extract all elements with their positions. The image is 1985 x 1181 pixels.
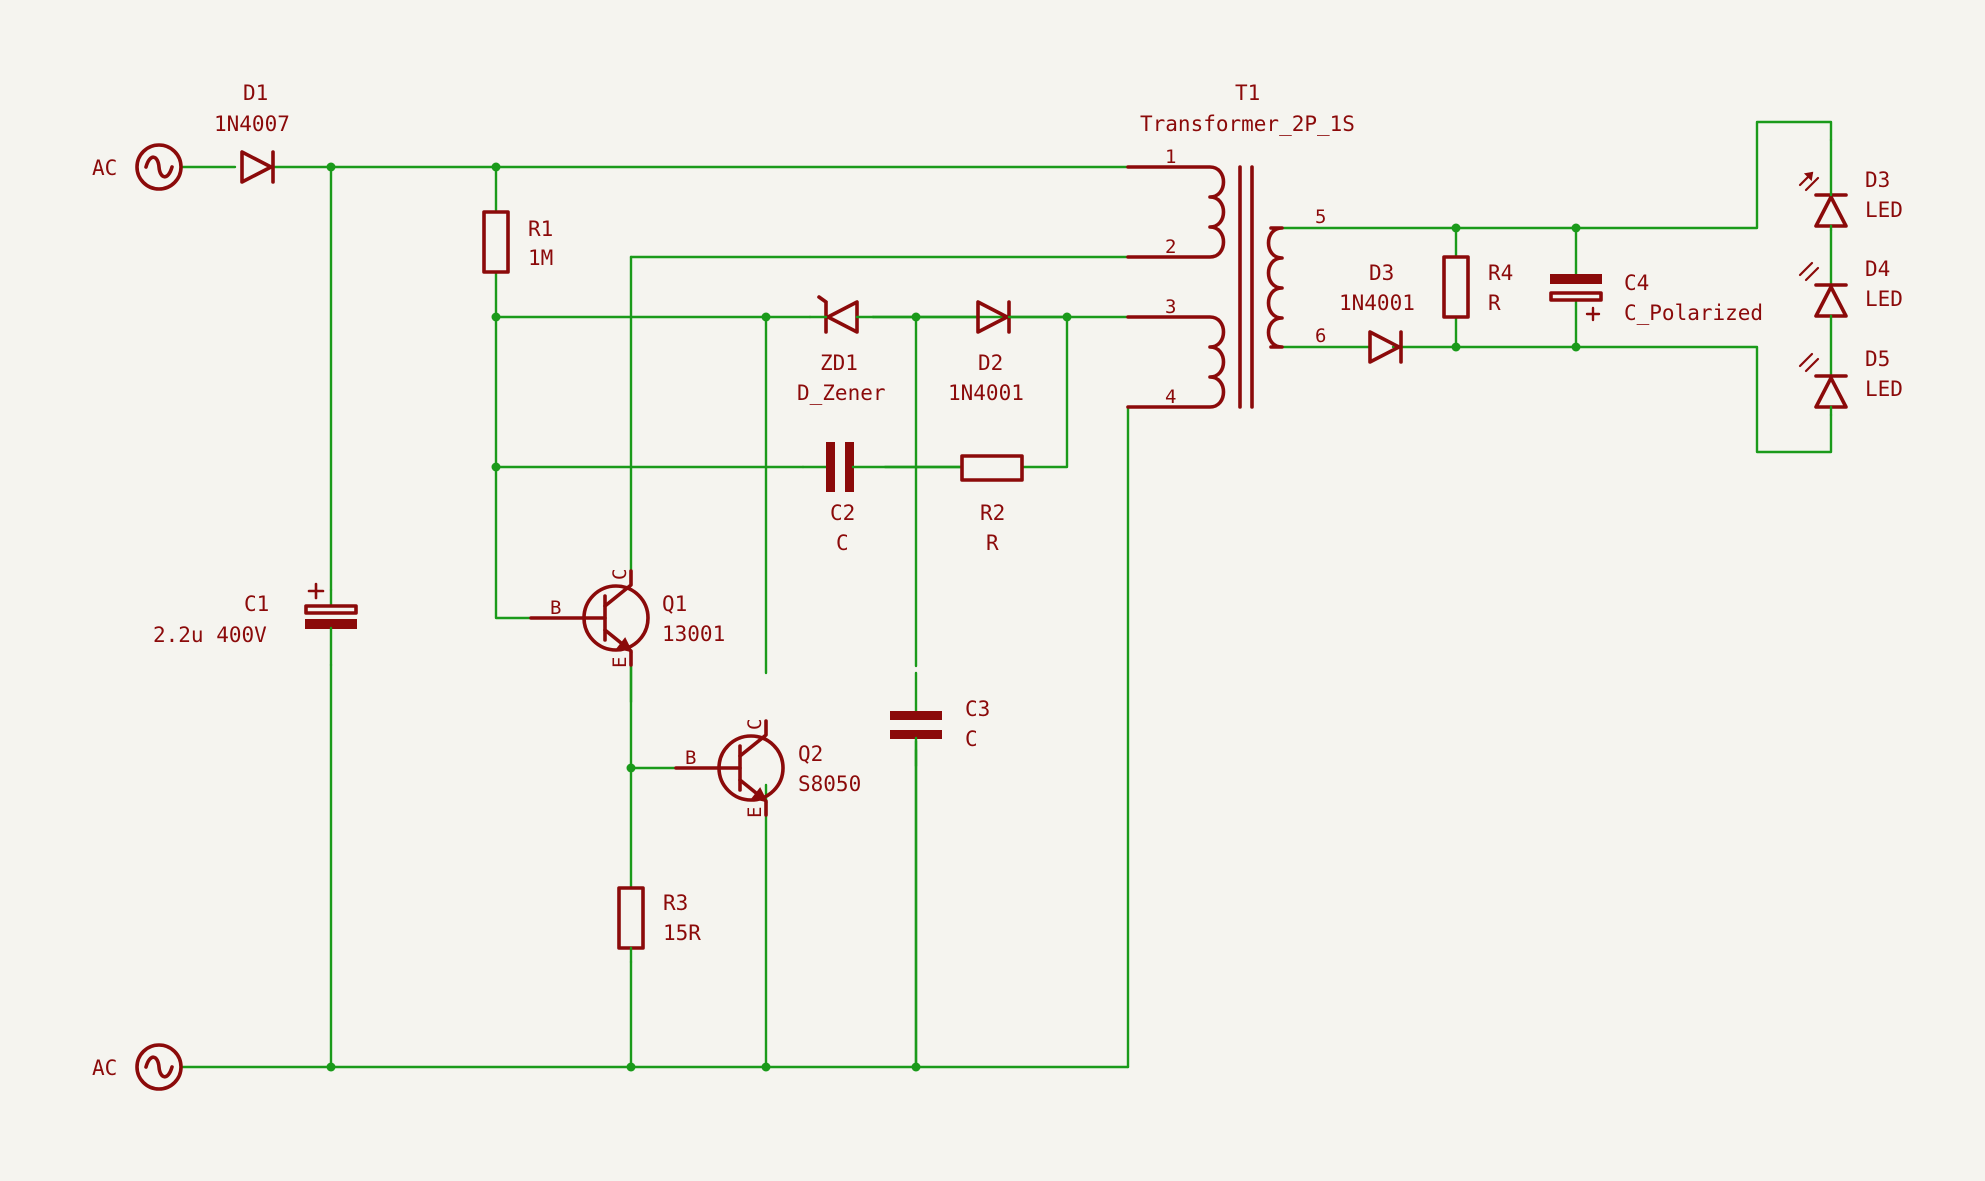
resistor-r4: R4 R bbox=[1442, 255, 1513, 319]
r2-ref: R2 bbox=[980, 501, 1005, 525]
d2-ref: D2 bbox=[978, 351, 1003, 375]
ac-source-bottom: AC bbox=[92, 1043, 183, 1091]
junctions bbox=[326, 162, 1581, 1072]
junction-dot bbox=[911, 1062, 921, 1072]
transistor-q1: B C E Q1 13001 bbox=[529, 569, 725, 668]
wires bbox=[179, 120, 1833, 1069]
junction-dot bbox=[1571, 342, 1581, 352]
t1-pin-4: 4 bbox=[1165, 386, 1176, 408]
junction-dot bbox=[491, 462, 501, 472]
junction-dot bbox=[1451, 223, 1461, 233]
led-d4-value: LED bbox=[1865, 287, 1903, 311]
r4-ref: R4 bbox=[1488, 261, 1513, 285]
junction-dot bbox=[326, 1062, 336, 1072]
t1-ref: T1 bbox=[1235, 81, 1260, 105]
q2-pin-b: B bbox=[685, 747, 696, 769]
t1-pin-3: 3 bbox=[1165, 296, 1176, 318]
ac-source-top: AC bbox=[92, 143, 183, 191]
led-d3-value: LED bbox=[1865, 198, 1903, 222]
r3-value: 15R bbox=[663, 921, 701, 945]
led-d3: D3 LED bbox=[1798, 138, 1903, 288]
junction-dot bbox=[1451, 342, 1461, 352]
junction-dot bbox=[761, 312, 771, 322]
d1-ref: D1 bbox=[243, 81, 268, 105]
diode-d3: D3 1N4001 bbox=[1339, 261, 1415, 364]
capacitor-c4: C4 C_Polarized bbox=[1549, 271, 1763, 325]
c4-ref: C4 bbox=[1624, 271, 1649, 295]
junction-dot bbox=[491, 312, 501, 322]
led-d5: D5 LED bbox=[1798, 347, 1903, 417]
diode-d1: D1 1N4007 bbox=[214, 81, 290, 184]
transistor-q2: B C E Q2 S8050 bbox=[674, 719, 861, 818]
t1-pin-2: 2 bbox=[1165, 236, 1176, 258]
c1-value: 2.2u 400V bbox=[153, 623, 267, 647]
r2-value: R bbox=[986, 531, 999, 555]
c1-ref: C1 bbox=[244, 592, 269, 616]
junction-dot bbox=[626, 1062, 636, 1072]
capacitor-c2: C2 C bbox=[801, 442, 963, 555]
q1-pin-b: B bbox=[550, 597, 561, 619]
transformer-t1: 1 2 3 4 5 6 T1 Transformer_2P_1S bbox=[1126, 81, 1355, 409]
ac-source-label: AC bbox=[92, 156, 117, 180]
d2-value: 1N4001 bbox=[948, 381, 1024, 405]
c3-ref: C3 bbox=[965, 697, 990, 721]
capacitor-c1: C1 2.2u 400V bbox=[153, 582, 358, 667]
d3-value: 1N4001 bbox=[1339, 291, 1415, 315]
led-d5-ref: D5 bbox=[1865, 347, 1890, 371]
led-d3-ref: D3 bbox=[1865, 168, 1890, 192]
c3-value: C bbox=[965, 727, 978, 751]
led-d5-value: LED bbox=[1865, 377, 1903, 401]
zener-zd1: ZD1 D_Zener bbox=[797, 295, 886, 405]
c4-value: C_Polarized bbox=[1624, 301, 1763, 325]
q1-value: 13001 bbox=[662, 622, 725, 646]
resistor-r3: R3 15R bbox=[617, 886, 701, 964]
t1-pin-6: 6 bbox=[1315, 325, 1326, 347]
zd1-ref: ZD1 bbox=[820, 351, 858, 375]
junction-dot bbox=[761, 1062, 771, 1072]
t1-pin-1: 1 bbox=[1165, 146, 1176, 168]
diode-d2: D2 1N4001 bbox=[871, 300, 1069, 405]
q1-pin-c: C bbox=[609, 569, 631, 580]
resistor-r2: R2 R bbox=[960, 454, 1024, 555]
q2-pin-c: C bbox=[744, 719, 766, 730]
t1-value: Transformer_2P_1S bbox=[1140, 112, 1355, 136]
t1-pin-5: 5 bbox=[1315, 206, 1326, 228]
q2-pin-e: E bbox=[744, 807, 766, 818]
d1-value: 1N4007 bbox=[214, 112, 290, 136]
junction-dot bbox=[326, 162, 336, 172]
q1-pin-e: E bbox=[609, 657, 631, 668]
c2-value: C bbox=[836, 531, 849, 555]
r1-ref: R1 bbox=[528, 217, 553, 241]
zd1-value: D_Zener bbox=[797, 381, 886, 405]
d3-ref: D3 bbox=[1369, 261, 1394, 285]
led-d4: D4 LED bbox=[1798, 257, 1903, 378]
junction-dot bbox=[1571, 223, 1581, 233]
q2-value: S8050 bbox=[798, 772, 861, 796]
q2-ref: Q2 bbox=[798, 742, 823, 766]
junction-dot bbox=[626, 763, 636, 773]
r1-value: 1M bbox=[528, 246, 553, 270]
q1-ref: Q1 bbox=[662, 592, 687, 616]
r4-value: R bbox=[1488, 291, 1501, 315]
r3-ref: R3 bbox=[663, 891, 688, 915]
junction-dot bbox=[491, 162, 501, 172]
c2-ref: C2 bbox=[830, 501, 855, 525]
led-d4-ref: D4 bbox=[1865, 257, 1890, 281]
ac-source-label: AC bbox=[92, 1056, 117, 1080]
capacitor-c3: C3 C bbox=[890, 671, 990, 768]
resistor-r1: R1 1M bbox=[482, 210, 553, 274]
